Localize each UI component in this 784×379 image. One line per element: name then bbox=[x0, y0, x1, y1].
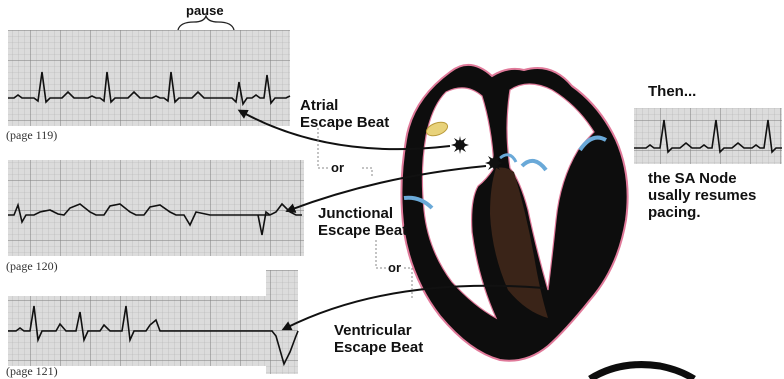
or-connector-1 bbox=[318, 128, 328, 168]
junctional-line-2: Escape Beat bbox=[318, 222, 407, 239]
ecg-strip-atrial bbox=[8, 30, 290, 126]
ventricular-line-1: Ventricular bbox=[334, 322, 423, 339]
page-ref-119: (page 119) bbox=[6, 128, 57, 143]
page-ref-120: (page 120) bbox=[6, 259, 58, 274]
pause-label: pause bbox=[186, 3, 224, 18]
second-heart-partial bbox=[590, 365, 694, 379]
ecg-strip-sinus bbox=[634, 108, 782, 164]
ecg-strip-junctional bbox=[8, 160, 304, 256]
ventricular-line-2: Escape Beat bbox=[334, 339, 423, 356]
or-label-1: or bbox=[331, 160, 344, 175]
or-label-2: or bbox=[388, 260, 401, 275]
atrial-escape-label: Atrial Escape Beat bbox=[300, 97, 389, 131]
pause-brace bbox=[178, 16, 234, 30]
sa-line-1: the SA Node bbox=[648, 170, 756, 187]
page-ref-121: (page 121) bbox=[6, 364, 58, 379]
or-connector-1b bbox=[362, 168, 372, 178]
or-connector-2b bbox=[404, 268, 412, 300]
sa-node-resumes-label: the SA Node usally resumes pacing. bbox=[648, 170, 756, 221]
sa-line-3: pacing. bbox=[648, 204, 756, 221]
junctional-line-1: Junctional bbox=[318, 205, 407, 222]
atrial-line-1: Atrial bbox=[300, 97, 389, 114]
then-label: Then... bbox=[648, 83, 696, 100]
junctional-escape-label: Junctional Escape Beat bbox=[318, 205, 407, 239]
ventricular-escape-label: Ventricular Escape Beat bbox=[334, 322, 423, 356]
or-connector-2 bbox=[376, 240, 386, 268]
sa-line-2: usally resumes bbox=[648, 187, 756, 204]
atrial-line-2: Escape Beat bbox=[300, 114, 389, 131]
ecg-strip-ventricular bbox=[8, 270, 298, 374]
heart-illustration bbox=[401, 65, 627, 361]
